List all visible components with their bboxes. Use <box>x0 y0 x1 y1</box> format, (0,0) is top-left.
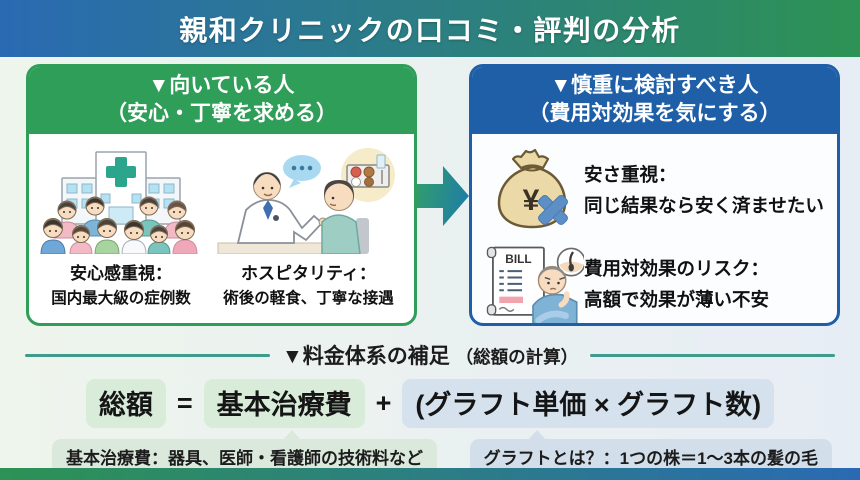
caution-panel: ▼慎重に検討すべき人 （費用対効果を気にする） ¥ <box>468 64 840 326</box>
page-title: 親和クリニックの口コミ・評判の分析 <box>179 14 681 46</box>
header-bar: 親和クリニックの口コミ・評判の分析 <box>0 0 860 57</box>
formula-equals-sign: = <box>176 388 193 418</box>
formula-graft-term: (グラフト単価 × グラフト数) <box>402 379 775 428</box>
caution-item-heading: 費用対効果のリスク： <box>583 257 769 279</box>
caution-item-description: 高額で効果が薄い不安 <box>583 288 769 310</box>
formula-total-term: 総額 <box>85 379 166 428</box>
divider-line-right <box>590 353 836 357</box>
caution-item-texts: 費用対効果のリスク： 高額で効果が薄い不安 <box>584 255 769 312</box>
suited-panel-body: 安心感重視： 国内最大級の症例数 <box>29 134 414 308</box>
suited-item-description: 国内最大級の症例数 <box>51 290 191 308</box>
bottom-accent-bar <box>0 468 860 480</box>
hospital-crowd-illustration <box>37 142 205 255</box>
money-bag-crossed-icon: ¥ <box>482 146 584 232</box>
panels-row: ▼向いている人 （安心・丁寧を求める） <box>0 57 860 328</box>
pricing-section-title: ▼料金体系の補足 （総額の計算） <box>282 340 578 370</box>
doctor-patient-illustration <box>210 142 406 255</box>
panel-transition <box>416 64 469 328</box>
suited-panel-subtitle: （安心・丁寧を求める） <box>105 101 337 125</box>
right-arrow-icon <box>416 166 469 226</box>
bill-label: BILL <box>505 252 531 266</box>
caution-panel-subtitle: （費用対効果を気にする） <box>528 101 781 125</box>
bill-worried-man-icon: BILL <box>482 236 584 323</box>
formula-plus-sign: + <box>375 388 392 418</box>
caution-item-heading: 安さ重視： <box>583 163 677 185</box>
suited-panel: ▼向いている人 （安心・丁寧を求める） <box>26 64 417 326</box>
caution-item-cost-risk: BILL <box>482 236 831 323</box>
suited-item-hospitality: ホスピタリティ： 術後の軽食、丁寧な接遇 <box>207 142 410 308</box>
suited-panel-header: ▼向いている人 （安心・丁寧を求める） <box>29 67 414 135</box>
pricing-formula: 総額 = 基本治療費 + (グラフト単価 × グラフト数) <box>0 379 860 428</box>
formula-base-fee-term: 基本治療費 <box>203 379 365 428</box>
suited-item-heading: 安心感重視： <box>70 264 172 284</box>
divider-line-left <box>25 353 270 357</box>
suited-item-heading: ホスピタリティ： <box>240 264 376 284</box>
pricing-section-divider: ▼料金体系の補足 （総額の計算） <box>25 340 836 370</box>
pricing-title-text: ▼料金体系の補足 <box>281 345 450 368</box>
suited-panel-title: ▼向いている人 <box>148 74 295 97</box>
caution-item-description: 同じ結果なら安く済ませたい <box>583 194 824 216</box>
caution-item-texts: 安さ重視： 同じ結果なら安く済ませたい <box>584 161 824 218</box>
suited-item-reassurance: 安心感重視： 国内最大級の症例数 <box>35 142 207 308</box>
pricing-title-note: （総額の計算） <box>455 347 579 367</box>
caution-panel-title: ▼慎重に検討すべき人 <box>550 74 759 97</box>
caution-panel-header: ▼慎重に検討すべき人 （費用対効果を気にする） <box>471 67 837 135</box>
yen-symbol: ¥ <box>523 184 540 217</box>
caution-panel-body: ¥ 安さ重視： 同じ結果なら安く済ませたい <box>472 134 837 323</box>
caution-item-cheapness: ¥ 安さ重視： 同じ結果なら安く済ませたい <box>482 142 831 236</box>
suited-item-description: 術後の軽食、丁寧な接遇 <box>223 290 394 308</box>
